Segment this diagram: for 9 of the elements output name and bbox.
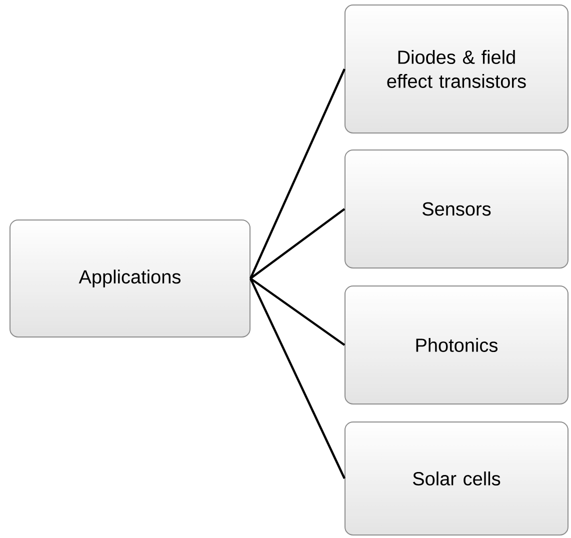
process-box: Solar cells [344,421,568,536]
process-box: Sensors [344,150,568,268]
process-box: Diodes & field effect transistors [344,4,568,134]
connector-line [250,278,346,479]
connector-line [250,68,346,279]
process-box: Applications [10,220,250,338]
connector-line [250,208,346,280]
connector-line [250,278,346,346]
process-box: Photonics [344,286,568,404]
